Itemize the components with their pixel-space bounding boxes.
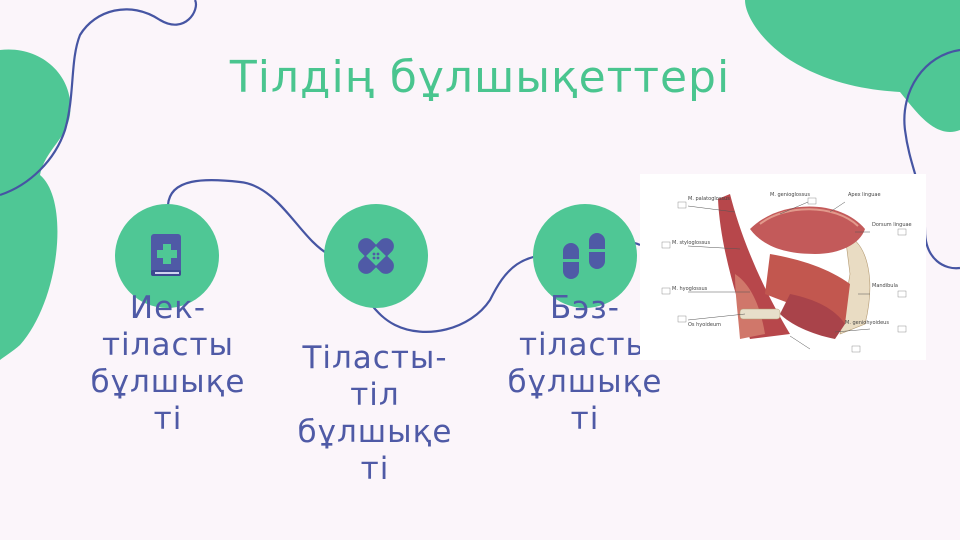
medical-book-icon [151, 234, 181, 276]
left-blob [0, 49, 71, 361]
muscle-label-1: Иек- тіласты бұлшықе ті [78, 290, 258, 438]
pills-icon [563, 233, 605, 279]
muscle-label-1-text: Иек- тіласты бұлшықе ті [90, 290, 246, 437]
muscle-label-3-text: Бэз- тіласты бұлшықе ті [507, 290, 663, 437]
muscle-label-2: Тіласты- тіл бұлшықе ті [285, 340, 465, 488]
muscle-label-2-text: Тіласты- тіл бұлшықе ті [297, 340, 453, 487]
figure-label-7: M. geniohyoideus [845, 320, 889, 326]
slide-title: Тілдің бұлшықеттері [229, 52, 731, 103]
figure-label-5: M. palatoglossus [688, 196, 730, 202]
anatomy-illustration: M. styloglossus M. genioglossus M. hyogl… [640, 174, 926, 360]
figure-label-6: Mandibula [872, 283, 898, 289]
figure-label-4: Os hyoideum [688, 322, 721, 328]
right-outline-curve [903, 48, 960, 270]
figure-label-1: M. styloglossus [672, 240, 710, 246]
muscle-circle-1 [115, 204, 219, 308]
left-outline-curve [0, 0, 198, 197]
tongue-anatomy-figure: M. styloglossus M. genioglossus M. hyogl… [640, 174, 926, 360]
bandage-icon [358, 238, 394, 274]
muscle-circle-3 [533, 204, 637, 308]
figure-label-8: Apex linguae [848, 192, 881, 198]
muscle-circle-2 [324, 204, 428, 308]
muscle-label-3: Бэз- тіласты бұлшықе ті [495, 290, 675, 438]
figure-label-3: M. hyoglossus [672, 286, 708, 292]
figure-label-9: Dorsum linguae [872, 222, 912, 228]
figure-label-2: M. genioglossus [770, 192, 810, 198]
